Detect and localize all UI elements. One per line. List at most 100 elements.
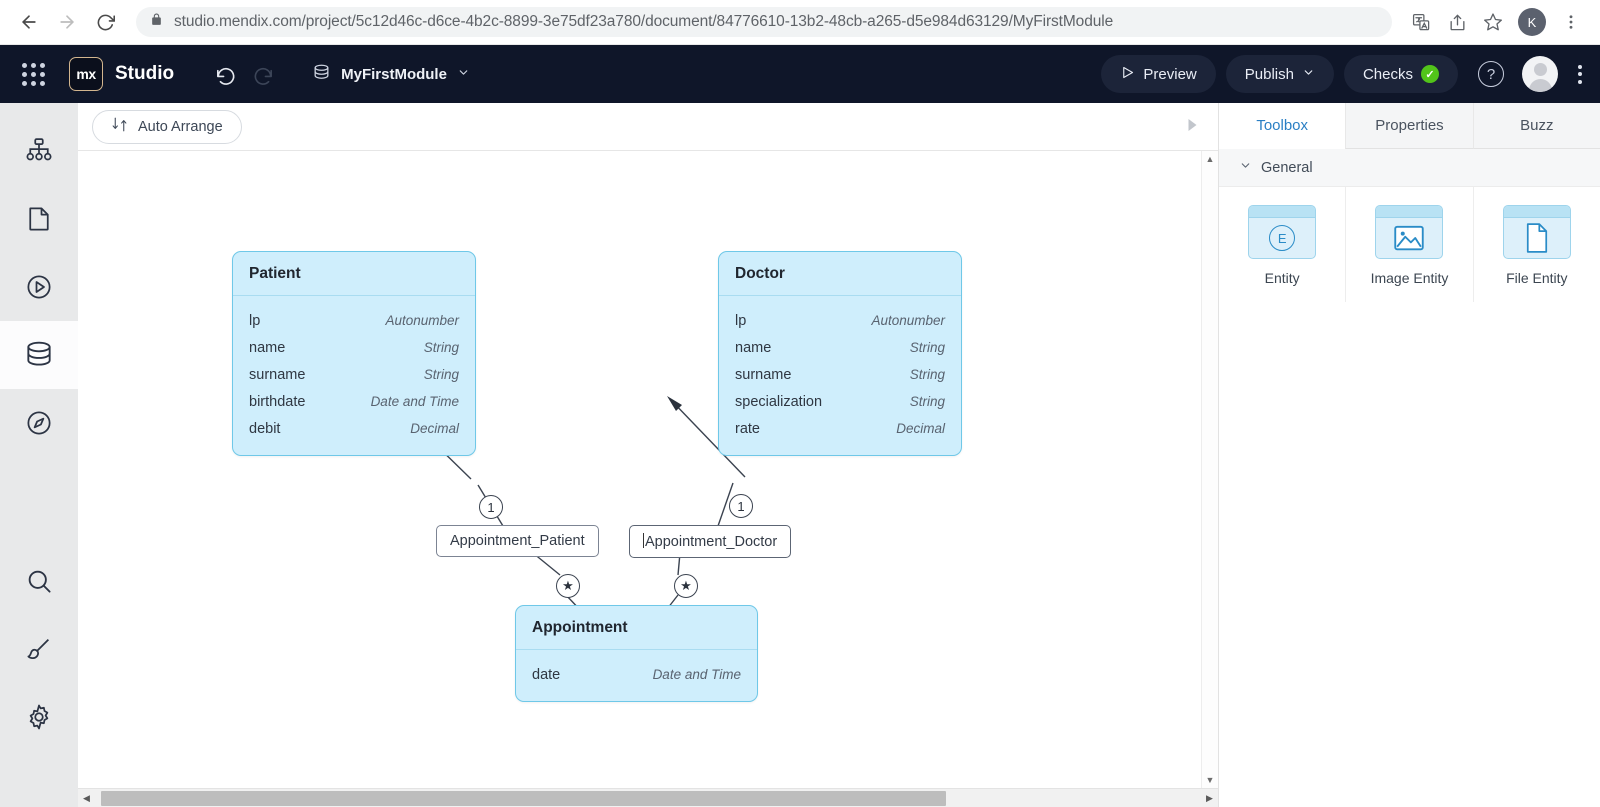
toolbox-item-label: Entity (1264, 270, 1300, 286)
entity-e-icon: E (1269, 225, 1296, 251)
text-caret (643, 533, 644, 548)
attribute-type: String (909, 393, 945, 409)
publish-button[interactable]: Publish (1225, 55, 1334, 93)
scroll-down-arrow[interactable]: ▼ (1205, 775, 1215, 785)
association-name: Appointment_Doctor (645, 534, 778, 550)
tab-properties[interactable]: Properties (1345, 103, 1473, 149)
preview-label: Preview (1143, 65, 1197, 83)
attribute-row[interactable]: date Date and Time (532, 661, 741, 688)
preview-button[interactable]: Preview (1101, 55, 1216, 93)
overflow-menu-icon[interactable] (1578, 64, 1582, 84)
auto-arrange-button[interactable]: Auto Arrange (92, 109, 242, 144)
app-switcher-icon[interactable] (22, 62, 45, 86)
help-icon[interactable]: ? (1478, 61, 1504, 87)
scroll-left-arrow[interactable]: ◀ (83, 792, 90, 803)
arrange-arrows-icon (111, 116, 128, 137)
attribute-name: date (532, 666, 561, 683)
chevron-down-icon (457, 66, 470, 83)
sidebar-item-pages[interactable] (0, 185, 78, 253)
scroll-up-arrow[interactable]: ▲ (1205, 154, 1215, 164)
entity-title: Appointment (516, 606, 757, 650)
sidebar-item-theme[interactable] (0, 615, 78, 683)
page-icon (29, 207, 49, 231)
horizontal-scroll-thumb[interactable] (101, 790, 946, 806)
checks-button[interactable]: Checks ✓ (1343, 55, 1458, 93)
reload-icon[interactable] (88, 5, 122, 39)
horizontal-scroll-track[interactable] (95, 788, 1201, 807)
tab-toolbox[interactable]: Toolbox (1219, 103, 1346, 149)
share-icon[interactable] (1440, 5, 1474, 39)
association-label[interactable]: Appointment_Doctor (629, 525, 792, 558)
toolbox-item-image-entity[interactable]: Image Entity (1346, 187, 1474, 302)
attribute-name: surname (735, 366, 792, 383)
attribute-name: birthdate (249, 393, 306, 410)
vertical-scroll-track[interactable] (1202, 167, 1218, 772)
translate-icon[interactable] (1404, 5, 1438, 39)
mendix-logo[interactable]: mx (69, 57, 103, 91)
tab-buzz[interactable]: Buzz (1472, 103, 1600, 149)
sitemap-icon (26, 138, 52, 161)
toolbox-section-header[interactable]: General (1219, 149, 1600, 187)
database-icon (27, 341, 51, 366)
toolbox-item-entity[interactable]: E Entity (1219, 187, 1347, 302)
chevron-right-icon[interactable] (1187, 118, 1204, 135)
back-arrow-icon[interactable] (12, 5, 46, 39)
star-icon[interactable] (1476, 5, 1510, 39)
attribute-type: String (423, 339, 459, 355)
browser-toolbar: studio.mendix.com/project/5c12d46c-d6ce-… (0, 0, 1600, 45)
horizontal-scrollbar[interactable]: ◀ ▶ (78, 788, 1218, 807)
forward-arrow-icon[interactable] (50, 5, 84, 39)
toolbox-thumbnail (1375, 205, 1444, 259)
toolbox-item-file-entity[interactable]: File Entity (1474, 187, 1600, 302)
app-body: Auto Arrange (0, 103, 1600, 807)
association-label[interactable]: Appointment_Patient (436, 525, 599, 557)
gear-icon (29, 704, 49, 730)
sidebar-item-navigation[interactable] (0, 117, 78, 185)
chevron-down-icon (1302, 66, 1315, 83)
toolbox-thumbnail: E (1248, 205, 1317, 259)
redo-button[interactable] (244, 55, 282, 93)
attribute-type: String (909, 366, 945, 382)
attribute-name: name (735, 339, 772, 356)
user-avatar[interactable] (1522, 56, 1558, 92)
attribute-type: String (423, 366, 459, 382)
attribute-row[interactable]: surname String (735, 361, 945, 388)
association-name: Appointment_Patient (450, 533, 585, 549)
paintbrush-icon (27, 639, 49, 660)
sidebar-item-search[interactable] (0, 547, 78, 615)
address-bar[interactable]: studio.mendix.com/project/5c12d46c-d6ce-… (136, 7, 1392, 37)
attribute-row[interactable]: name String (735, 334, 945, 361)
multiplicity-source: 1 (729, 494, 753, 518)
avatar[interactable]: K (1518, 8, 1546, 36)
scroll-right-arrow[interactable]: ▶ (1206, 792, 1213, 803)
sidebar-item-explore[interactable] (0, 389, 78, 457)
canvas-toolbar: Auto Arrange (78, 103, 1218, 151)
section-label: General (1261, 159, 1313, 176)
image-icon (1394, 225, 1425, 251)
sidebar-item-domain-model[interactable] (0, 321, 78, 389)
undo-button[interactable] (206, 55, 244, 93)
vertical-scrollbar[interactable]: ▲ ▼ (1201, 151, 1218, 788)
sidebar-item-logic[interactable] (0, 253, 78, 321)
sidebar-item-settings[interactable] (0, 683, 78, 751)
vertical-dots-icon[interactable] (1554, 5, 1588, 39)
attribute-type: Date and Time (652, 666, 741, 682)
attribute-type: String (909, 339, 945, 355)
multiplicity-target: ★ (556, 574, 580, 598)
entity-appointment[interactable]: Appointment date Date and Time (515, 605, 758, 702)
attribute-name: lp (249, 312, 261, 329)
module-selector[interactable]: MyFirstModule (312, 63, 470, 86)
